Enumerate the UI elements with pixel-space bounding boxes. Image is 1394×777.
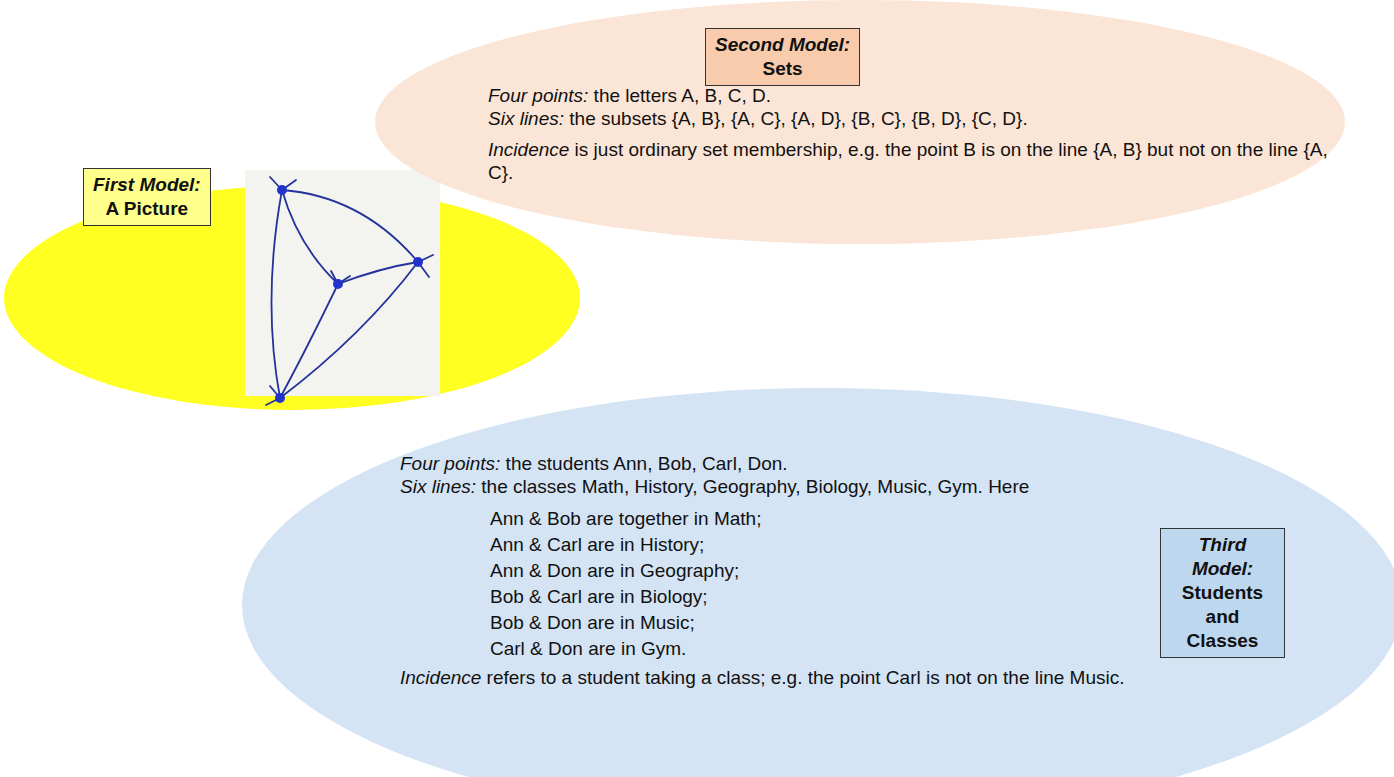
definition-text: Six lines: the subsets {A, B}, {A, C}, {…: [488, 107, 1338, 130]
definition-text: Four points: the letters A, B, C, D.: [488, 84, 1338, 107]
model-name: A Picture: [93, 197, 201, 221]
model-name: Sets: [715, 57, 850, 81]
list-item: Ann & Don are in Geography;: [490, 558, 1260, 584]
definition-text: Incidence is just ordinary set membershi…: [488, 138, 1338, 184]
list-item: Bob & Carl are in Biology;: [490, 584, 1260, 610]
definition-text: Six lines: the classes Math, History, Ge…: [400, 475, 1260, 498]
model-label-box: Second Model:Sets: [705, 28, 860, 86]
model-label-box: First Model:A Picture: [83, 168, 211, 226]
model-heading: First Model:: [93, 173, 201, 197]
hand-drawn-lines: [266, 177, 433, 405]
list-item: Carl & Don are in Gym.: [490, 636, 1260, 662]
list-item: Ann & Bob are together in Math;: [490, 506, 1260, 532]
model-label-box: Third Model:Students and Classes: [1160, 528, 1285, 658]
definition-text: Four points: the students Ann, Bob, Carl…: [400, 452, 1260, 475]
model-ellipse: Four points: the letters A, B, C, D.Six …: [375, 0, 1345, 246]
model-ellipse: Four points: the students Ann, Bob, Carl…: [242, 388, 1394, 777]
vertex-dots: [275, 185, 423, 403]
definition-text: Incidence refers to a student taking a c…: [400, 666, 1260, 689]
model-heading: Third Model:: [1170, 533, 1275, 581]
list-item: Ann & Carl are in History;: [490, 532, 1260, 558]
list-item: Bob & Don are in Music;: [490, 610, 1260, 636]
model-name: Students and Classes: [1170, 581, 1275, 653]
model-heading: Second Model:: [715, 33, 850, 57]
